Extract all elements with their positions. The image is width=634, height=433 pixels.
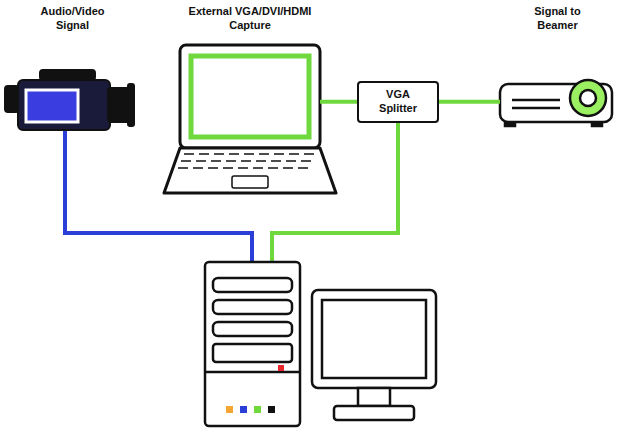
key [214,153,224,155]
key [211,160,221,162]
laptop-node: External VGA/DVI/HDMI Capture [180,5,320,195]
key [289,153,299,155]
laptop [164,45,336,193]
beamer-node: Signal to Beamer [500,5,615,125]
camera-node: Audio/Video Signal [10,5,135,140]
splitter-box: VGA Splitter [357,81,439,123]
key [229,153,239,155]
key [268,167,278,169]
key [244,153,254,155]
key [223,167,233,169]
projector [500,80,612,126]
key [271,160,281,162]
key [253,167,263,169]
camcorder [5,70,134,130]
node-label: Signal to Beamer [523,5,593,33]
key [178,167,188,169]
key [181,160,191,162]
key [226,160,236,162]
key [196,160,206,162]
key [193,167,203,169]
key [283,167,293,169]
computer-tower [205,262,300,426]
key [199,153,209,155]
key [256,160,266,162]
vga-cable [439,100,500,104]
monitor [312,290,436,420]
node-label: VGA Splitter [368,88,428,116]
key [286,160,296,162]
key [241,160,251,162]
key [298,167,308,169]
key [184,153,194,155]
node-label: External VGA/DVI/HDMI Capture [180,5,320,33]
key [238,167,248,169]
node-label: Audio/Video Signal [33,5,113,33]
key [301,160,311,162]
vga-cable [320,100,357,104]
key [259,153,269,155]
key [304,153,314,155]
key [208,167,218,169]
key [274,153,284,155]
